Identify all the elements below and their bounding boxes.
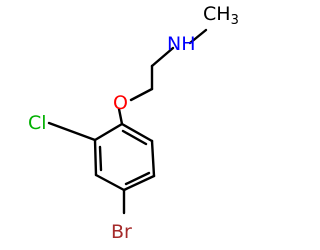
bond-n-methyl xyxy=(188,28,208,45)
atom-methyl-text: CH xyxy=(203,3,231,25)
atom-methyl-subscript: 3 xyxy=(231,13,239,28)
bond-o-ring xyxy=(117,107,124,126)
atom-bromine-label: Br xyxy=(111,221,132,243)
bond-ring-1-2 xyxy=(93,122,124,142)
bond-ring-4-5 xyxy=(122,174,156,192)
bond-ring-3-4 xyxy=(94,173,126,192)
bond-ring-6-1-inner xyxy=(121,129,148,146)
bond-n-ch2 xyxy=(150,46,175,68)
molecule-structure: CH3 NH O Cl Br xyxy=(28,3,239,243)
bond-ring-2-3-inner xyxy=(98,145,103,172)
bond-ring-4-5-inner xyxy=(124,171,151,186)
bond-ring-2-cl xyxy=(47,121,97,142)
bonds xyxy=(47,28,208,215)
atom-methyl-label: CH3 xyxy=(203,3,239,28)
atom-chlorine-label: Cl xyxy=(28,112,47,134)
atom-amine-label: NH xyxy=(167,33,196,55)
bond-ring-2-3 xyxy=(93,138,98,177)
bond-ring-5-6 xyxy=(150,139,156,178)
bond-ring-6-1 xyxy=(120,122,154,143)
atom-oxygen-label: O xyxy=(113,92,128,114)
bond-ch2-o xyxy=(129,87,154,102)
